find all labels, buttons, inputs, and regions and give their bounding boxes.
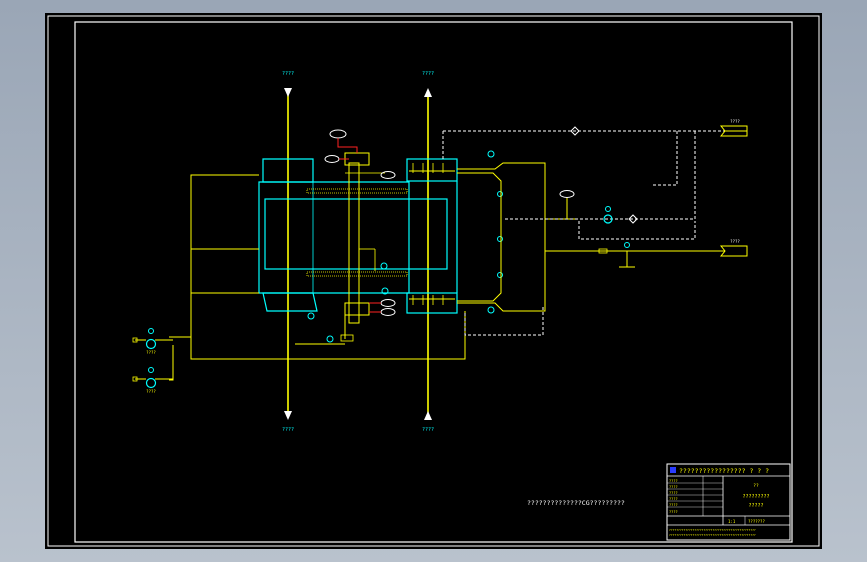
title-row-3: ????: [669, 491, 678, 495]
title-sheet: ??: [753, 483, 759, 489]
title-row-2: ????: [669, 485, 678, 489]
title-footnote-1: ????????????????????????????????????????…: [669, 528, 756, 532]
main-tank: [258, 158, 458, 314]
title-scale: 1:1: [728, 519, 736, 524]
right-piping: [457, 162, 725, 312]
process-diagram: ???? ???? ???? ????: [47, 15, 820, 547]
outlet-lower-label: ????: [730, 239, 740, 244]
title-company: ???????: [748, 519, 765, 524]
control-diamond-top: [570, 126, 580, 136]
title-row-1: ????: [669, 479, 678, 483]
title-block: [666, 463, 791, 541]
inner-frame: [74, 21, 793, 543]
lower-grate: [306, 271, 408, 277]
title-footnote-2: ????????????????????????????????????????…: [669, 533, 756, 537]
pump-upper: [132, 328, 173, 350]
right-actuator: [559, 190, 575, 198]
drawing-sheet: ???? ???? ???? ????: [45, 13, 822, 549]
left-piping: [169, 174, 466, 381]
upper-burner-row: [409, 163, 455, 173]
lower-burner-row: [409, 295, 455, 305]
outlet-upper: [719, 125, 748, 137]
control-valve-sensor: [605, 206, 611, 212]
lower-alarm-device: [369, 171, 396, 316]
left-flow-line: [284, 88, 292, 420]
title-logo: [670, 467, 676, 473]
label-top-left: ????: [282, 71, 294, 77]
title-row-4: ????: [669, 497, 678, 501]
right-flow-line: [424, 88, 432, 420]
lower-right-valve: [598, 242, 635, 268]
label-bottom-right: ????: [422, 427, 434, 433]
label-top-right: ????: [422, 71, 434, 77]
control-valve: [603, 214, 613, 224]
title-project-name: ?????????: [742, 494, 769, 500]
outlet-upper-label: ????: [730, 119, 740, 124]
agitator-shaft: [344, 152, 385, 324]
valve-box: [340, 334, 354, 342]
drawing-caption: ??????????????CG?????????: [527, 499, 625, 507]
control-network: [442, 130, 725, 336]
instrument-bubbles: [307, 150, 503, 343]
title-row-6: ????: [669, 510, 678, 514]
upper-grate: [306, 188, 408, 194]
pump-lower: [132, 367, 173, 389]
title-header: ????????????????? ? ? ?: [679, 467, 769, 475]
pump-lower-label: ????: [146, 389, 156, 394]
upper-alarm-device: [324, 129, 358, 163]
label-bottom-left: ????: [282, 427, 294, 433]
control-diamond-mid: [628, 214, 638, 224]
title-drawing-name: ?????: [748, 503, 763, 509]
pump-upper-label: ????: [146, 350, 156, 355]
outer-frame: [47, 15, 820, 547]
outlet-lower: [719, 245, 748, 257]
title-row-5: ????: [669, 503, 678, 507]
